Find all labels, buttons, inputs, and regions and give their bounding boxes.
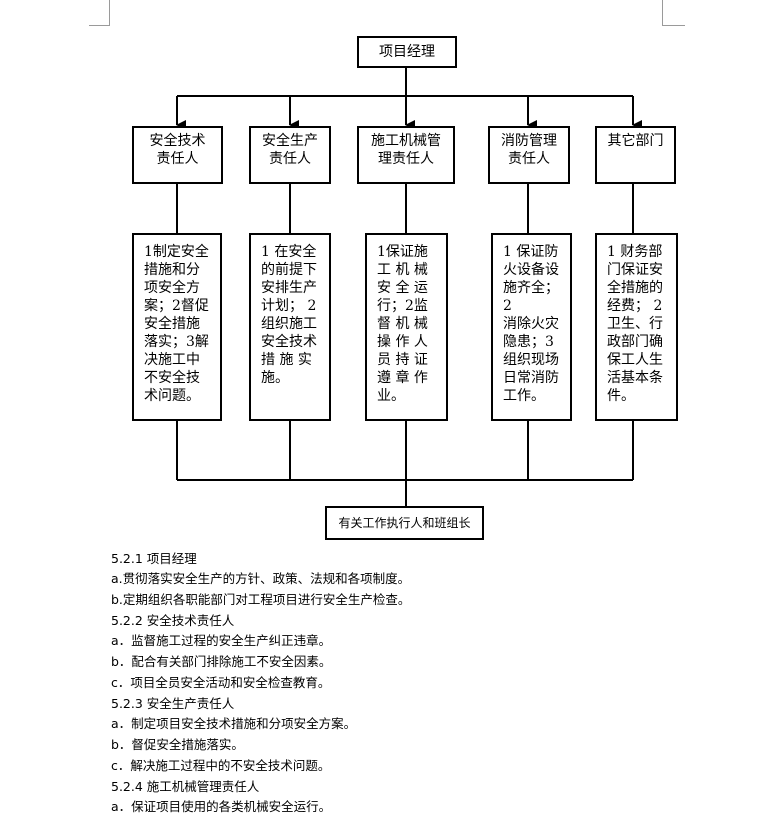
duty-box-other: 1 财务部 门保证安 全措施的 经费； 2 卫生、行 政部门确 保工人生 活基本… <box>595 233 678 421</box>
project-manager-box: 项目经理 <box>357 36 457 68</box>
duty-text: 1 财务部 门保证安 全措施的 经费； 2 卫生、行 政部门确 保工人生 活基本… <box>607 244 663 404</box>
role-title: 施工机械管 理责任人 <box>371 133 441 167</box>
section-item: b．配合有关部门排除施工不安全因素。 <box>111 654 332 669</box>
role-title: 其它部门 <box>607 133 664 149</box>
duty-box-fire: 1 保证防 火设备设 施齐全；2 消除火灾 隐患；3 组织现场 日常消防 工作。 <box>491 233 572 421</box>
role-title: 安全生产 责任人 <box>262 133 318 167</box>
section-item: b.定期组织各职能部门对工程项目进行安全生产检查。 <box>111 592 411 607</box>
duty-text: 1制定安全 措施和分 项安全方 案；2督促 安全措施 落实；3解 决施工中 不安… <box>144 244 209 404</box>
role-title: 消防管理 责任人 <box>501 133 557 167</box>
section-item: c．项目全员安全活动和安全检查教育。 <box>111 675 331 690</box>
duty-box-safety-production: 1 在安全 的前提下 安排生产 计划； 2 组织施工 安全技术 措 施 实 施。 <box>249 233 331 421</box>
role-box-safety-production: 安全生产 责任人 <box>249 126 331 184</box>
role-box-fire: 消防管理 责任人 <box>488 126 570 184</box>
workers-label: 有关工作执行人和班组长 <box>338 516 471 530</box>
duty-text: 1保证施 工 机 械 安 全 运 行；2监 督 机 械 操 作 人 员 持 证 … <box>377 244 428 404</box>
section-heading: 5.2.1 项目经理 <box>111 551 197 566</box>
section-item: c．解决施工过程中的不安全技术问题。 <box>111 758 331 773</box>
section-item: a．保证项目使用的各类机械安全运行。 <box>111 799 332 814</box>
role-title: 安全技术 责任人 <box>149 133 206 167</box>
role-box-safety-tech: 安全技术 责任人 <box>132 126 223 184</box>
duty-box-machinery: 1保证施 工 机 械 安 全 运 行；2监 督 机 械 操 作 人 员 持 证 … <box>365 233 448 421</box>
section-item: b．督促安全措施落实。 <box>111 737 244 752</box>
crop-mark-top-left <box>89 0 110 26</box>
duty-box-safety-tech: 1制定安全 措施和分 项安全方 案；2督促 安全措施 落实；3解 决施工中 不安… <box>132 233 222 421</box>
duty-text: 1 保证防 火设备设 施齐全；2 消除火灾 隐患；3 组织现场 日常消防 工作。 <box>503 244 559 404</box>
crop-mark-top-right <box>662 0 685 26</box>
section-heading: 5.2.2 安全技术责任人 <box>111 613 235 628</box>
section-item: a．监督施工过程的安全生产纠正违章。 <box>111 633 332 648</box>
role-box-machinery: 施工机械管 理责任人 <box>357 126 455 184</box>
section-heading: 5.2.4 施工机械管理责任人 <box>111 779 260 794</box>
section-heading: 5.2.3 安全生产责任人 <box>111 696 235 711</box>
role-box-other: 其它部门 <box>595 126 676 184</box>
project-manager-label: 项目经理 <box>379 44 435 60</box>
section-item: a．制定项目安全技术措施和分项安全方案。 <box>111 716 357 731</box>
duty-text: 1 在安全 的前提下 安排生产 计划； 2 组织施工 安全技术 措 施 实 施。 <box>261 244 317 386</box>
section-item: a.贯彻落实安全生产的方针、政策、法规和各项制度。 <box>111 571 411 586</box>
workers-box: 有关工作执行人和班组长 <box>325 506 484 540</box>
